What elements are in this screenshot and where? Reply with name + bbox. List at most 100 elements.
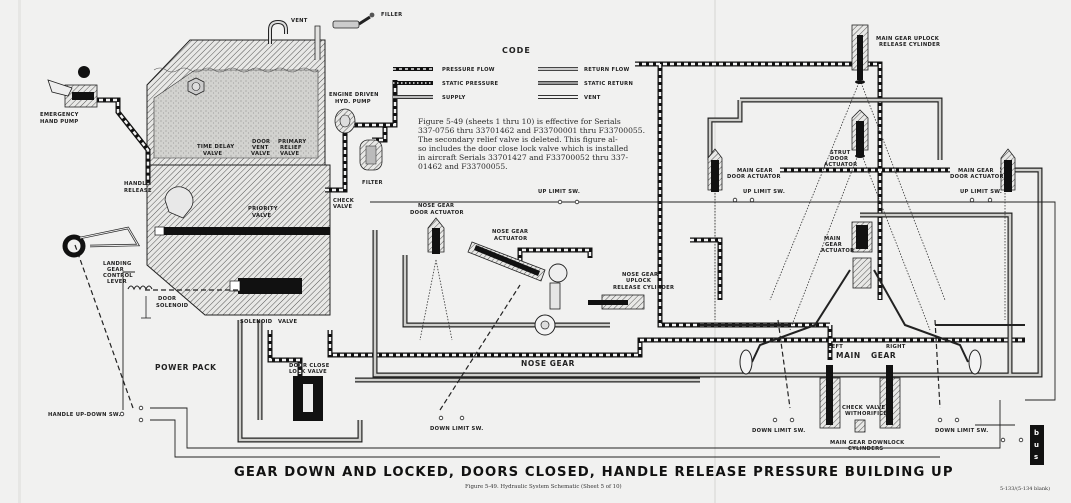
note-line: Figure 5-49 (sheets 1 thru 10) is effect… (418, 117, 621, 126)
label-strut-door-actuator: DOOR (830, 156, 848, 162)
note-line: The secondary relief valve is deleted. T… (418, 135, 618, 144)
nose-gear-actuator (467, 241, 546, 282)
label-power-pack: POWER PACK (155, 363, 217, 372)
label-priority-valve: PRIORITY (248, 206, 278, 212)
label-left: LEFT (828, 344, 843, 350)
paper-fold (18, 0, 21, 503)
selector-spool (155, 227, 330, 235)
label-handle-release: HANDLE (124, 181, 150, 187)
label-door-solenoid: SOLENOID (156, 303, 189, 309)
reservoir (146, 39, 326, 166)
label-emergency-hand-pump: EMERGENCY (40, 112, 79, 118)
filter (359, 139, 383, 171)
effectivity-note: Figure 5-49 (sheets 1 thru 10) is effect… (418, 117, 645, 171)
legend-label: VENT (584, 95, 601, 101)
bus-bar (1030, 425, 1044, 465)
label-bus: u (1034, 441, 1039, 449)
landing-gear-control-lever (62, 226, 141, 258)
label-nose-gear: NOSE GEAR (521, 359, 575, 368)
power-pack-body (146, 164, 331, 316)
label-down-limit-sw-left: DOWN LIMIT SW. (752, 428, 805, 434)
label-up-limit-sw-right: UP LIMIT SW. (960, 189, 1002, 195)
figure-title: GEAR DOWN AND LOCKED, DOORS CLOSED, HAND… (234, 465, 954, 480)
label-vent: VENT (291, 18, 308, 24)
emergency-hand-pump (47, 66, 98, 108)
main-gear-uplock-cylinder (851, 24, 869, 84)
note-line: so includes the door close lock valve wh… (418, 144, 628, 153)
label-main-gear-door-actuator-left: DOOR ACTUATOR (727, 174, 781, 180)
label-main-gear-door-actuator-right: DOOR ACTUATOR (950, 174, 1004, 180)
component-labels: VENT FILLER EMERGENCY HAND PUMP ENGINE D… (40, 12, 1039, 461)
label-bus: b (1034, 429, 1039, 437)
label-bus: s (1034, 453, 1038, 461)
label-nose-gear-uplock: NOSE GEAR (622, 272, 658, 278)
label-up-limit-sw-left: UP LIMIT SW. (743, 189, 785, 195)
vent-fitting (268, 19, 288, 44)
label-door-solenoid: DOOR (158, 296, 176, 302)
label-door-close-lock-valve: LOCK VALVE (289, 369, 327, 375)
legend-label: SUPPLY (442, 95, 466, 101)
legend-label: RETURN FLOW (584, 67, 630, 73)
engine-driven-pump (334, 108, 356, 134)
label-filter: FILTER (362, 180, 383, 186)
label-nose-gear-uplock: RELEASE CYLINDER (613, 285, 674, 291)
label-check-valve: VALVE (333, 204, 352, 210)
label-engine-driven-pump: HYD. PUMP (335, 99, 371, 105)
door-linkages (419, 79, 1006, 341)
label-filler: FILLER (381, 12, 402, 18)
label-primary-relief-valve: PRIMARY (278, 139, 306, 145)
label-time-delay-valve: TIME DELAY (197, 144, 234, 150)
main-gear-door-actuator-right (1000, 148, 1016, 192)
label-landing-gear-control-lever: LEVER (107, 279, 127, 285)
label-down-limit-sw: DOWN LIMIT SW. (430, 426, 483, 432)
page-number: 5-133/(5-134 blank) (1000, 485, 1050, 492)
note-line: in aircraft Serials 33701427 and F337000… (418, 153, 628, 162)
label-strut-door-actuator: STRUT (830, 150, 851, 156)
electrical-wiring (122, 201, 1056, 458)
release-cam (164, 186, 194, 219)
label-nose-gear-actuator: ACTUATOR (494, 236, 527, 242)
label-emergency-hand-pump: HAND PUMP (40, 119, 79, 125)
nose-gear-uplock-cylinder (588, 294, 645, 310)
legend-label: STATIC PRESSURE (442, 81, 499, 87)
label-door-vent-valve: DOOR (252, 139, 270, 145)
main-gear-wheels (739, 349, 982, 375)
label-door-close-lock-valve: DOOR CLOSE (289, 363, 330, 369)
label-main-gear-actuator: GEAR (825, 242, 842, 248)
label-handle-up-down-sw: HANDLE UP-DOWN SW. (48, 412, 121, 418)
nose-gear-strut-wheel (534, 263, 568, 336)
label-main-gear-uplock: MAIN GEAR UPLOCK (876, 36, 940, 42)
label-nose-gear-actuator: NOSE GEAR (492, 229, 528, 235)
main-gear-downlock-cylinders (819, 365, 901, 433)
label-main-gear: MAIN (836, 351, 861, 360)
label-main-gear-door-actuator-right: MAIN GEAR (958, 168, 994, 174)
solenoid-valve-spool (238, 278, 302, 294)
filler-neck (314, 12, 375, 60)
door-close-lock-valve (293, 376, 323, 421)
label-up-limit-sw: UP LIMIT SW. (538, 189, 580, 195)
label-main-gear: GEAR (871, 351, 896, 360)
note-line: 01462 and F33700055. (418, 162, 508, 171)
legend-label: PRESSURE FLOW (442, 67, 495, 73)
label-main-gear-downlock: MAIN GEAR DOWNLOCK (830, 440, 905, 446)
label-check-valve-orifice: WITH (845, 411, 862, 417)
nose-gear-door-actuator (427, 217, 445, 254)
label-primary-relief-valve: RELIEF (280, 145, 302, 151)
label-nose-gear-door-actuator: NOSE GEAR (418, 203, 454, 209)
limit-switches (119, 197, 1024, 443)
label-main-gear-actuator: MAIN (824, 236, 841, 242)
main-gear-legs (700, 269, 1025, 363)
mechanical-linkage (74, 244, 941, 411)
figure-caption: Figure 5-49. Hydraulic System Schematic … (465, 483, 622, 490)
label-nose-gear-uplock: UPLOCK (626, 278, 652, 284)
label-handle-release: RELEASE (124, 188, 152, 194)
label-solenoid-valve: SOLENOID (240, 319, 273, 325)
legend-label: STATIC RETURN (584, 81, 633, 87)
label-check-valve-orifice: VALVE (866, 405, 885, 411)
label-main-gear-downlock: CYLINDERS (848, 446, 883, 452)
strut-door-actuator (851, 109, 869, 158)
label-down-limit-sw-right: DOWN LIMIT SW. (935, 428, 988, 434)
label-landing-gear-control-lever: CONTROL (103, 273, 133, 279)
label-landing-gear-control-lever: LANDING (103, 261, 132, 267)
